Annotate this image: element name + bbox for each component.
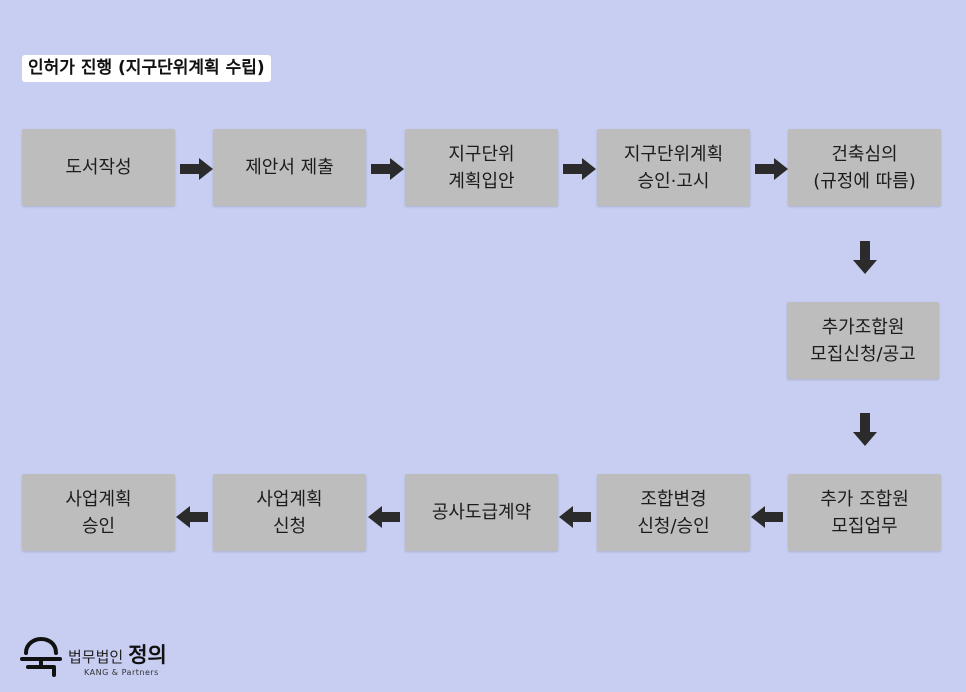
step-box-4-line-2: 승인·고시 — [637, 170, 710, 192]
step-box-9-line-1: 공사도급계약 — [431, 502, 532, 523]
step-box-11-line-2: 승인 — [81, 515, 116, 537]
step-box-7-line-2: 모집업무 — [831, 515, 898, 537]
arrow-right-icon — [180, 158, 213, 180]
step-box-10-line-2: 신청 — [272, 515, 307, 537]
step-box-4: 지구단위계획 승인·고시 — [597, 129, 750, 206]
step-box-5-line-1: 건축심의 — [831, 143, 898, 165]
step-box-8-line-1: 조합변경 — [640, 488, 707, 510]
firm-logo: 법무법인 정의 KANG & Partners — [20, 636, 167, 680]
step-box-8: 조합변경 신청/승인 — [597, 474, 750, 551]
step-box-8-line-2: 신청/승인 — [637, 515, 710, 537]
arrow-left-icon — [559, 506, 591, 528]
step-box-10: 사업계획 신청 — [213, 474, 366, 551]
logo-english: KANG & Partners — [84, 668, 159, 677]
arrow-right-icon — [755, 158, 788, 180]
step-box-4-line-1: 지구단위계획 — [623, 143, 724, 165]
logo-name: 정의 — [128, 643, 167, 667]
step-box-6: 추가조합원 모집신청/공고 — [787, 302, 939, 379]
logo-firm-label: 법무법인 — [68, 648, 124, 666]
step-box-7: 추가 조합원 모집업무 — [788, 474, 941, 551]
step-box-9: 공사도급계약 — [405, 474, 558, 551]
step-box-10-line-1: 사업계획 — [256, 488, 323, 510]
step-box-5: 건축심의 (규정에 따름) — [788, 129, 941, 206]
step-box-11: 사업계획 승인 — [22, 474, 175, 551]
step-box-11-line-1: 사업계획 — [65, 488, 132, 510]
step-box-5-line-2: (규정에 따름) — [813, 170, 916, 192]
arrow-left-icon — [751, 506, 783, 528]
arrow-left-icon — [176, 506, 208, 528]
step-box-7-line-1: 추가 조합원 — [820, 488, 909, 510]
step-box-6-line-1: 추가조합원 — [821, 316, 905, 338]
arrow-right-icon — [563, 158, 596, 180]
step-box-6-line-2: 모집신청/공고 — [810, 343, 916, 365]
jeongui-logo-icon — [20, 637, 62, 677]
step-box-3-line-2: 계획입안 — [448, 170, 515, 192]
step-box-2: 제안서 제출 — [213, 129, 366, 206]
step-box-3-line-1: 지구단위 — [448, 143, 515, 165]
logo-main: 법무법인 정의 — [68, 639, 167, 669]
step-box-1-line-1: 도서작성 — [65, 157, 132, 178]
arrow-down-icon — [853, 241, 877, 274]
diagram-title: 인허가 진행 (지구단위계획 수립) — [22, 55, 271, 82]
step-box-1: 도서작성 — [22, 129, 175, 206]
step-box-3: 지구단위 계획입안 — [405, 129, 558, 206]
arrow-down-icon — [853, 413, 877, 446]
logo-text: 법무법인 정의 KANG & Partners — [68, 639, 167, 677]
step-box-2-line-1: 제안서 제출 — [245, 157, 334, 178]
arrow-right-icon — [371, 158, 404, 180]
arrow-left-icon — [368, 506, 400, 528]
